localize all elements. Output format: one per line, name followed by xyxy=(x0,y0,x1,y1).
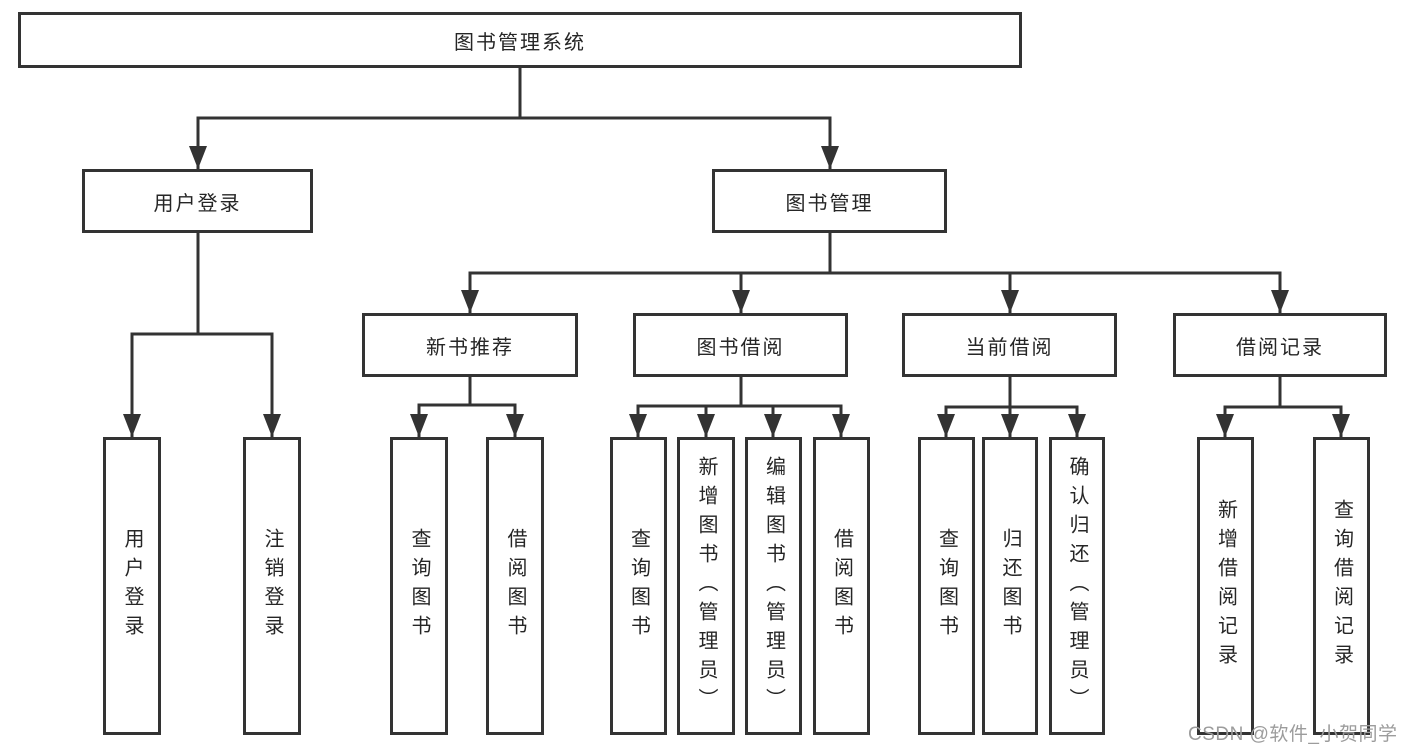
node-book-borrowing: 图书借阅 xyxy=(633,313,848,377)
leaf-query-book: 查询图书 xyxy=(918,437,975,735)
node-current-borrowing: 当前借阅 xyxy=(902,313,1117,377)
node-library-system: 图书管理系统 xyxy=(18,12,1022,68)
leaf-logout: 注销登录 xyxy=(243,437,301,735)
leaf-user-login: 用户登录 xyxy=(103,437,161,735)
leaf-borrow-book: 借阅图书 xyxy=(486,437,544,735)
leaf-return-book: 归还图书 xyxy=(982,437,1038,735)
leaf-query-book: 查询图书 xyxy=(610,437,667,735)
node-new-book-recommendation: 新书推荐 xyxy=(362,313,578,377)
node-borrowing-records: 借阅记录 xyxy=(1173,313,1387,377)
leaf-query-borrow-record: 查询借阅记录 xyxy=(1313,437,1370,735)
node-user-login: 用户登录 xyxy=(82,169,313,233)
leaf-add-book-admin: 新增图书（管理员） xyxy=(677,437,735,735)
leaf-edit-book-admin: 编辑图书（管理员） xyxy=(745,437,802,735)
watermark-text: CSDN @软件_小贺同学 xyxy=(1188,724,1398,745)
leaf-confirm-return-admin: 确认归还（管理员） xyxy=(1049,437,1105,735)
leaf-query-book: 查询图书 xyxy=(390,437,448,735)
node-book-management: 图书管理 xyxy=(712,169,947,233)
leaf-borrow-book: 借阅图书 xyxy=(813,437,870,735)
leaf-add-borrow-record: 新增借阅记录 xyxy=(1197,437,1254,735)
